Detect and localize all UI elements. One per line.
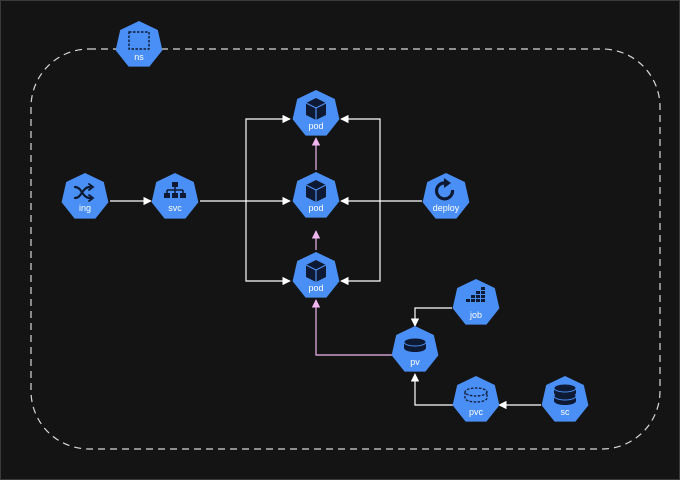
edges bbox=[110, 114, 541, 410]
node-label: sc bbox=[561, 407, 571, 417]
shuffle-icon bbox=[73, 183, 95, 202]
node-ing[interactable]: ing bbox=[61, 173, 109, 219]
node-pod-middle[interactable]: pod bbox=[292, 172, 340, 218]
node-label: job bbox=[469, 310, 482, 320]
node-ns[interactable]: ns bbox=[115, 21, 163, 67]
refresh-icon bbox=[434, 178, 455, 201]
heptagon-shape bbox=[452, 376, 500, 422]
node-sc[interactable]: sc bbox=[541, 376, 589, 422]
edge-deploy-pod-bottom bbox=[340, 201, 381, 286]
node-pod-top[interactable]: pod bbox=[292, 90, 340, 136]
edge-svc-pod-bottom bbox=[245, 201, 291, 286]
node-label: deploy bbox=[433, 203, 460, 213]
grid-bars-icon bbox=[466, 287, 485, 302]
node-deploy[interactable]: deploy bbox=[422, 173, 470, 219]
node-label: ns bbox=[134, 52, 144, 62]
edge-deploy-pod-top bbox=[340, 114, 381, 201]
node-label: pv bbox=[410, 357, 420, 367]
heptagon-shape bbox=[115, 21, 163, 67]
edge-svc-pod-top bbox=[245, 114, 291, 201]
node-job[interactable]: job bbox=[452, 279, 500, 325]
edge-job-pv bbox=[410, 307, 452, 327]
disk-outline-icon bbox=[464, 387, 488, 403]
node-pod-bottom[interactable]: pod bbox=[292, 252, 340, 298]
cube-icon bbox=[305, 180, 327, 202]
disk-icon bbox=[403, 337, 427, 352]
node-pvc[interactable]: pvc bbox=[452, 376, 500, 422]
node-pv[interactable]: pv bbox=[391, 326, 439, 372]
cube-icon bbox=[305, 260, 327, 282]
namespace-icon bbox=[128, 31, 150, 50]
sitemap-icon bbox=[164, 182, 186, 198]
cube-icon bbox=[305, 98, 327, 120]
node-label: pod bbox=[308, 203, 323, 213]
node-label: pod bbox=[308, 121, 323, 131]
node-svc[interactable]: svc bbox=[151, 173, 199, 219]
heptagon-shape bbox=[422, 173, 470, 219]
node-label: ing bbox=[79, 203, 91, 213]
disk-stack-icon bbox=[553, 383, 577, 405]
node-label: pod bbox=[308, 283, 323, 293]
edge-pvc-pv bbox=[410, 373, 453, 406]
namespace-boundary bbox=[30, 48, 661, 450]
node-label: pvc bbox=[469, 407, 484, 417]
node-label: svc bbox=[168, 203, 182, 213]
edge-pv-pod3 bbox=[311, 299, 392, 356]
